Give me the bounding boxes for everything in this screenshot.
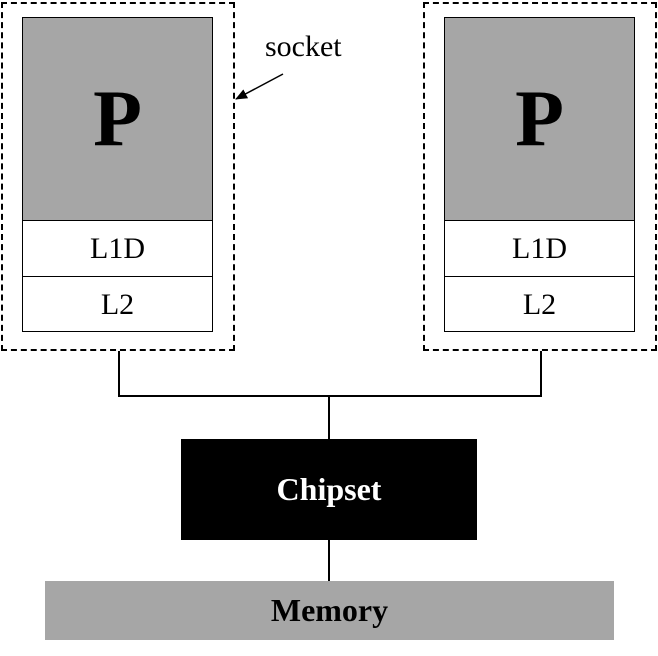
socket-arrow (235, 73, 284, 100)
socket-left (1, 2, 235, 351)
chipset-box: Chipset (181, 439, 477, 540)
processor-left: P (23, 18, 212, 221)
cpu-left: P L1D L2 (22, 17, 213, 332)
socket-label: socket (265, 30, 342, 63)
l1d-cache-left: L1D (23, 221, 212, 277)
l1d-cache-right: L1D (445, 221, 634, 277)
memory-box: Memory (45, 581, 614, 640)
l2-cache-left: L2 (100, 288, 135, 321)
socket-right (423, 2, 657, 351)
cpu-right: P L1D L2 (444, 17, 635, 332)
l2-cache-right: L2 (522, 288, 557, 321)
processor-right: P (445, 18, 634, 221)
